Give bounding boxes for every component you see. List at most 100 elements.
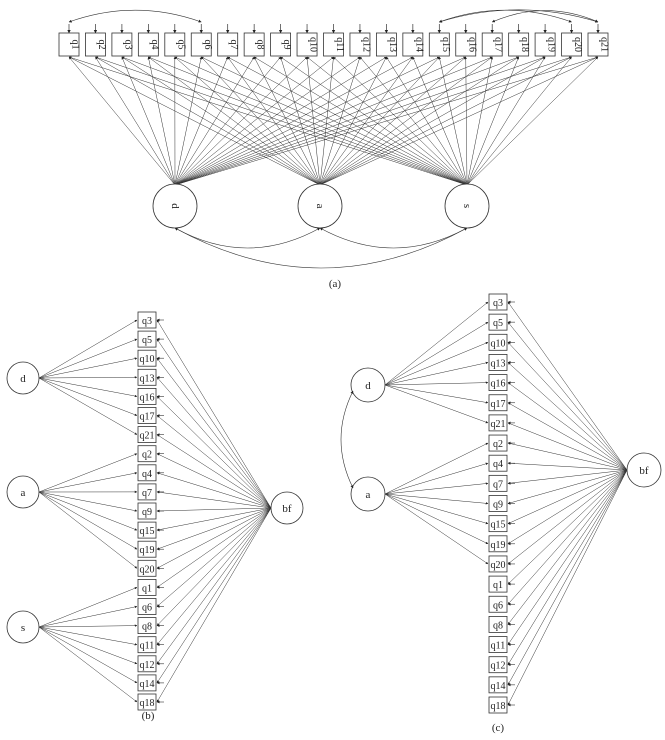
indicator-label: q4 xyxy=(142,469,152,480)
loading-path-d-q7 xyxy=(174,56,228,186)
indicator-box-q21 xyxy=(587,32,609,57)
indicator-box-q9 xyxy=(488,495,508,512)
loading-path-s-q4 xyxy=(148,56,468,186)
loading-path-d-q10 xyxy=(384,342,489,386)
general-loading-q4 xyxy=(156,472,272,509)
error-covariance-q1-q6 xyxy=(68,9,202,23)
general-loading-q3 xyxy=(156,319,272,509)
loading-path-d-q9 xyxy=(174,56,281,186)
indicator-label: q13 xyxy=(387,37,398,52)
latent-factor-s xyxy=(6,610,40,644)
indicator-box-q10 xyxy=(488,333,508,351)
general-loading-q2 xyxy=(507,442,628,471)
indicator-label: q6 xyxy=(202,40,213,50)
indicator-box-q17 xyxy=(137,407,157,424)
general-loading-q17 xyxy=(156,415,272,509)
indicator-label: q18 xyxy=(491,701,506,712)
indicator-label: q6 xyxy=(142,603,152,614)
loading-path-a-q15 xyxy=(319,56,440,186)
indicator-box-q17 xyxy=(481,32,503,57)
loading-path-a-q20 xyxy=(384,493,489,565)
indicator-label: q14 xyxy=(140,679,155,690)
loading-path-s-q8 xyxy=(253,56,468,186)
general-loading-q1 xyxy=(507,469,628,585)
indicator-label: q19 xyxy=(491,540,506,551)
indicator-box-q2 xyxy=(488,434,508,452)
indicator-label: q13 xyxy=(140,373,155,384)
latent-factor-a xyxy=(350,476,386,512)
indicator-box-q18 xyxy=(488,696,508,714)
indicator-label: q19 xyxy=(546,37,557,52)
loading-path-d-q3 xyxy=(38,319,138,379)
general-loading-q15 xyxy=(156,507,272,531)
loading-path-d-q8 xyxy=(174,56,255,186)
indicator-box-q17 xyxy=(488,394,508,412)
indicator-label: q16 xyxy=(466,37,477,52)
latent-factor-a xyxy=(6,475,40,509)
indicator-label: q5 xyxy=(142,335,152,346)
loading-path-d-q21 xyxy=(38,377,138,435)
general-loading-q19 xyxy=(507,469,628,545)
general-loading-q16 xyxy=(156,396,272,509)
indicator-box-q3 xyxy=(137,311,157,329)
loading-path-a-q9 xyxy=(38,491,138,512)
indicator-label: q11 xyxy=(491,641,506,652)
indicator-label: q12 xyxy=(360,37,371,52)
loading-path-a-q21 xyxy=(319,56,599,186)
loading-path-s-q6 xyxy=(38,605,138,628)
loading-path-d-q5 xyxy=(38,338,138,379)
general-loading-q15 xyxy=(507,469,628,524)
loading-path-d-q16 xyxy=(38,377,138,398)
loading-path-d-q21 xyxy=(384,384,489,424)
loading-path-d-q10 xyxy=(174,56,308,186)
indicator-box-q14 xyxy=(488,676,508,694)
general-loading-q12 xyxy=(156,507,272,665)
latent-factor-d xyxy=(350,367,386,403)
indicator-box-q5 xyxy=(137,330,157,348)
indicator-box-q5 xyxy=(164,32,186,57)
general-loading-q11 xyxy=(156,507,272,645)
indicator-box-q15 xyxy=(428,32,450,57)
indicator-label: q13 xyxy=(491,358,506,369)
indicator-box-q18 xyxy=(137,693,157,711)
loading-path-d-q13 xyxy=(38,376,138,379)
loading-path-a-q2 xyxy=(38,453,138,493)
indicator-box-q7 xyxy=(217,32,239,57)
indicator-label: q2 xyxy=(493,439,503,450)
loading-path-s-q18 xyxy=(466,56,519,186)
loading-path-s-q15 xyxy=(438,56,468,186)
indicator-box-q13 xyxy=(375,32,397,57)
indicator-label: q5 xyxy=(175,40,186,50)
loading-path-s-q7 xyxy=(227,56,468,186)
latent-factor-label: s xyxy=(21,622,25,634)
loading-path-d-q20 xyxy=(174,56,572,186)
indicator-label: q2 xyxy=(142,450,152,461)
indicator-box-q6 xyxy=(137,598,157,615)
loading-path-d-q4 xyxy=(147,56,176,186)
loading-path-d-q13 xyxy=(384,361,489,386)
factor-covariance-d-a xyxy=(174,227,321,249)
loading-path-a-q2 xyxy=(384,442,489,495)
indicator-label: q3 xyxy=(142,316,152,327)
loading-path-a-q11 xyxy=(319,56,335,186)
general-loading-q13 xyxy=(507,362,628,471)
general-loading-q20 xyxy=(156,507,272,569)
general-loading-q10 xyxy=(156,358,272,509)
loading-path-a-q20 xyxy=(38,491,138,569)
indicator-label: q17 xyxy=(493,37,504,52)
indicator-label: q21 xyxy=(491,419,506,430)
latent-factor-bf xyxy=(270,491,304,525)
indicator-label: q14 xyxy=(491,681,506,692)
indicator-label: q4 xyxy=(493,459,503,470)
indicator-box-q8 xyxy=(243,32,265,57)
indicator-box-q4 xyxy=(137,464,157,482)
loading-path-d-q5 xyxy=(384,321,489,386)
loading-path-s-q9 xyxy=(280,56,468,186)
indicator-label: q15 xyxy=(140,526,155,537)
latent-factor-label: a xyxy=(366,489,371,501)
indicator-label: q20 xyxy=(140,564,155,575)
loading-path-s-q11 xyxy=(38,626,138,646)
indicator-label: q20 xyxy=(491,560,506,571)
indicator-box-q14 xyxy=(402,32,424,57)
loading-path-d-q16 xyxy=(384,381,489,386)
